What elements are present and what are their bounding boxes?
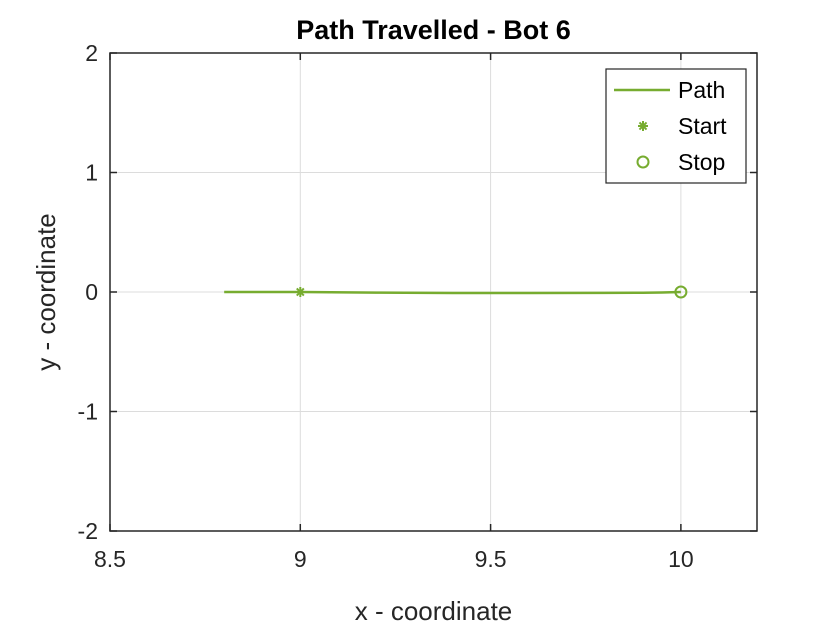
y-tick-label: 2: [85, 40, 98, 66]
x-tick-label: 10: [668, 546, 694, 572]
x-axis-label: x - coordinate: [355, 596, 513, 626]
asterisk-stroke: [638, 121, 648, 131]
path-line: [224, 290, 681, 295]
y-tick-label: 0: [85, 279, 98, 305]
chart-title: Path Travelled - Bot 6: [296, 15, 571, 45]
legend-asterisk: [638, 121, 648, 131]
x-tick-label: 9.5: [475, 546, 507, 572]
x-tick-label: 8.5: [94, 546, 126, 572]
ticks: 8.5 9 9.5 10 -2 -1 0 1 2: [78, 40, 757, 572]
asterisk-stroke: [296, 287, 305, 297]
legend-stop-marker: [636, 155, 650, 169]
stop-marker: [674, 285, 688, 299]
y-axis-label: y - coordinate: [31, 213, 61, 371]
x-tick-label: 9: [294, 546, 307, 572]
y-tick-label: -1: [78, 399, 98, 425]
legend-box: [605, 68, 747, 184]
legend-start-label: Start: [678, 113, 727, 139]
legend-stop-label: Stop: [678, 149, 725, 175]
plot-area: [224, 285, 688, 299]
legend: Path Start Stop: [605, 68, 747, 184]
y-tick-label: 1: [85, 160, 98, 186]
start-marker: [295, 287, 306, 297]
legend-path-label: Path: [678, 77, 725, 103]
legend-start-marker: [638, 121, 648, 131]
y-tick-label: -2: [78, 518, 98, 544]
